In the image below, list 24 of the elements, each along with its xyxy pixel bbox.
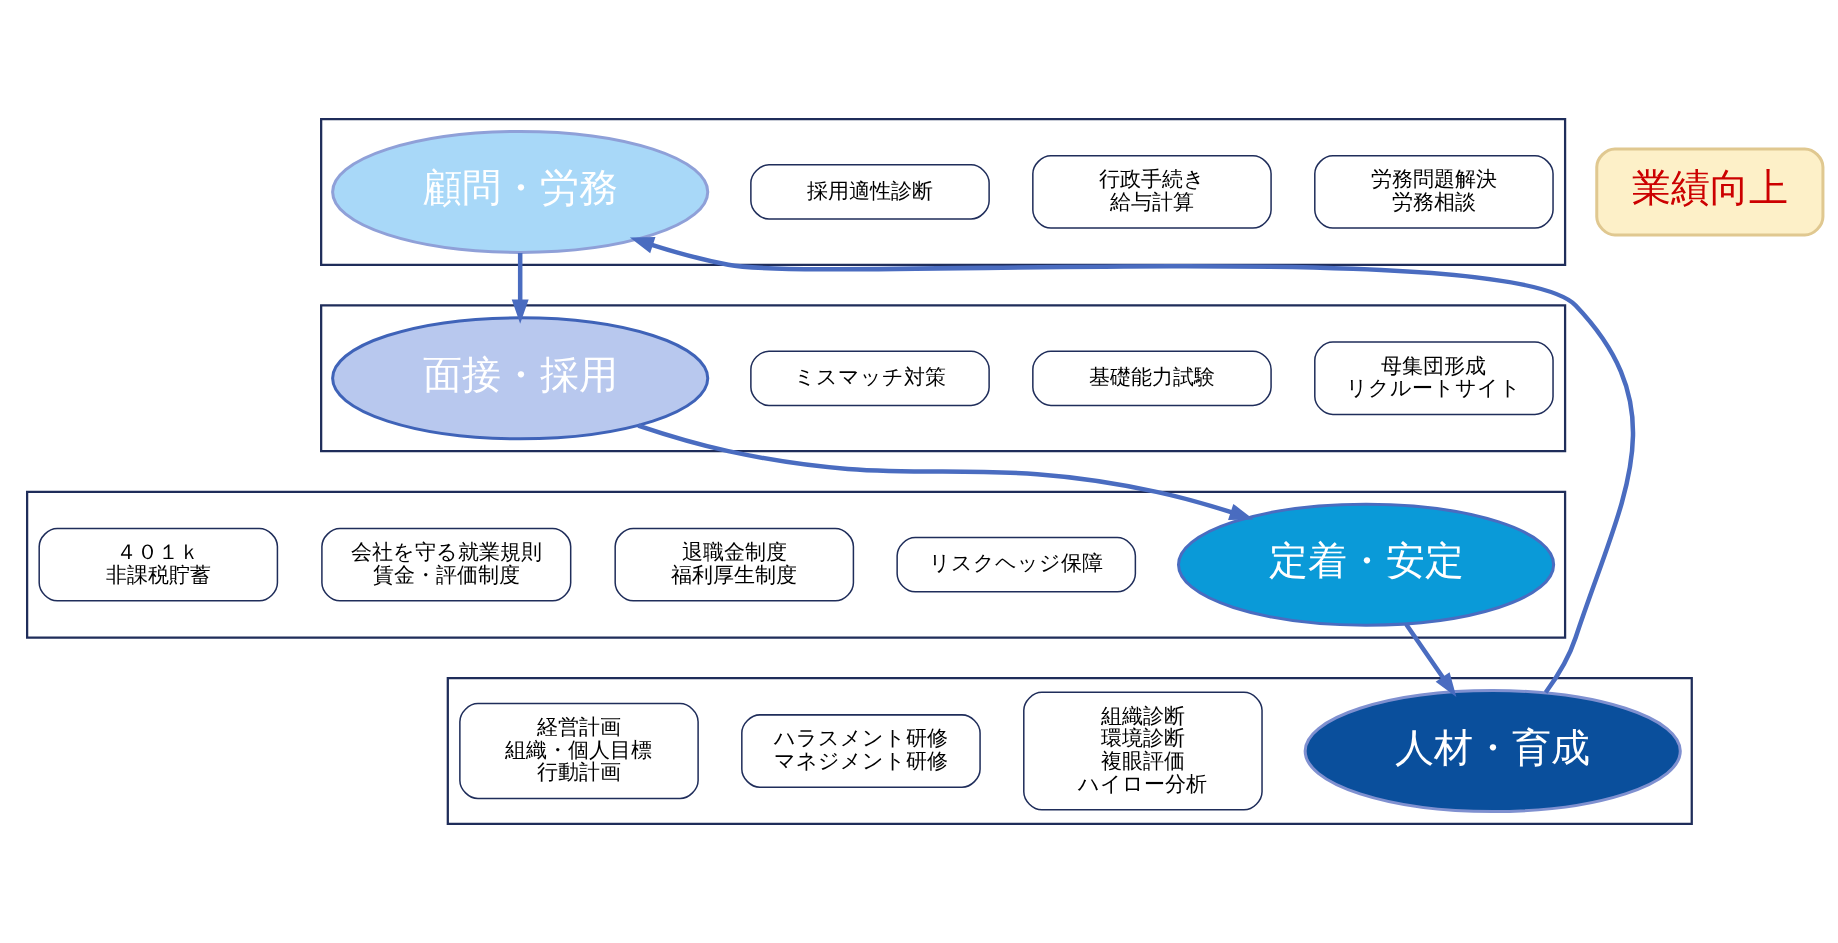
- arrow: [1404, 622, 1457, 697]
- node-ellipse: 人材・育成: [1303, 689, 1682, 814]
- cluster: [26, 490, 1567, 639]
- node-box: リスクヘッジ保障: [896, 536, 1137, 593]
- node-ellipse: 面接・採用: [331, 316, 710, 441]
- node-box: 業績向上: [1595, 147, 1825, 237]
- node-box: 退職金制度 福利厚生制度: [614, 527, 855, 602]
- cluster: [320, 304, 1567, 453]
- arrow: [629, 237, 1635, 694]
- node-box: 採用適性診断: [750, 164, 990, 220]
- cluster: [320, 117, 1567, 266]
- node-box: ハラスメント研修 マネジメント研修: [741, 714, 981, 788]
- node-box: ミスマッチ対策: [750, 350, 990, 407]
- node-box: 会社を守る就業規則 賃金・評価制度: [321, 527, 572, 602]
- node-box: ４０１ｋ 非課税貯蓄: [38, 527, 279, 602]
- arrow: [637, 423, 1254, 520]
- cluster: [446, 677, 1693, 826]
- node-box: 組織診断 環境診断 複眼評価 ハイロー分析: [1023, 691, 1263, 811]
- arrow: [511, 252, 529, 324]
- node-box: 経営計画 組織・個人目標 行動計画: [459, 702, 699, 800]
- node-box: 母集団形成 リクルートサイト: [1314, 341, 1554, 416]
- node-box: 行政手続き 給与計算: [1032, 154, 1272, 229]
- node-box: 基礎能力試験: [1032, 350, 1272, 407]
- node-box: 労務問題解決 労務相談: [1314, 154, 1554, 229]
